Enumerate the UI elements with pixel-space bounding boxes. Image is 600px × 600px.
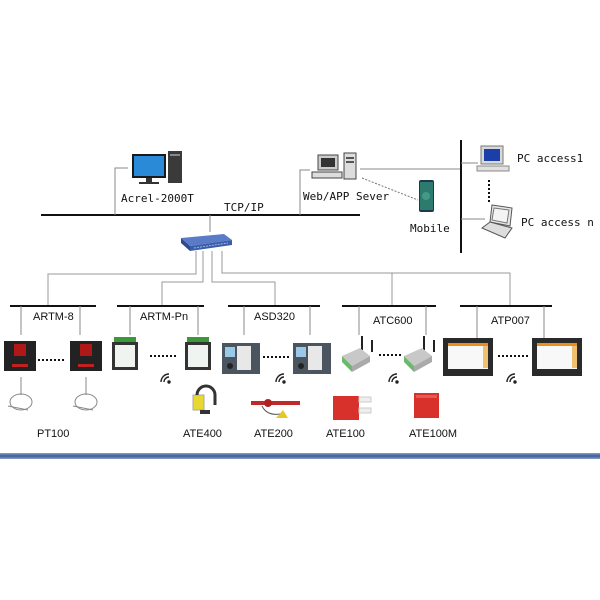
web-app-server-label: Web/APP Sever xyxy=(303,190,390,203)
switchgear-display-icon xyxy=(222,343,260,374)
multi-channel-meter-icon xyxy=(185,337,211,370)
pc-access-1-label: PC access1 xyxy=(517,152,584,165)
pt100-probe-icon xyxy=(7,377,33,411)
touch-screen-icon xyxy=(532,338,582,376)
group-label-artm-pn: ARTM-Pn xyxy=(140,311,189,323)
ate100-sensor-icon xyxy=(333,396,372,420)
wireless-signal-icon xyxy=(506,373,517,384)
group-drops xyxy=(20,306,545,338)
server-to-mobile-link xyxy=(361,177,419,201)
touch-screen-icon xyxy=(443,338,493,376)
web-server-link xyxy=(299,169,310,215)
laptop-icon xyxy=(481,204,513,239)
mobile-label: Mobile xyxy=(410,222,450,235)
group-label-atp007: ATP007 xyxy=(491,315,530,327)
smartphone-icon xyxy=(419,180,434,212)
server-workstation-icon xyxy=(311,152,357,180)
group-label-asd320: ASD320 xyxy=(254,311,295,323)
switchgear-display-icon xyxy=(293,343,331,374)
desktop-computer-icon xyxy=(132,151,182,184)
tcp-ip-label: TCP/IP xyxy=(224,201,264,214)
group-label-artm-8: ARTM-8 xyxy=(33,311,74,323)
temperature-meter-icon xyxy=(4,341,36,371)
wireless-signal-icon xyxy=(160,373,171,384)
sensor-label-ate200: ATE200 xyxy=(254,428,293,440)
ate200-sensor-icon xyxy=(251,399,300,418)
group-label-atc600: ATC600 xyxy=(373,315,413,327)
crt-computer-icon xyxy=(476,145,510,172)
bottom-divider-bar xyxy=(0,453,600,459)
wireless-signal-icon xyxy=(275,373,286,384)
switch-downlinks xyxy=(47,251,511,305)
ate100m-sensor-icon xyxy=(414,393,439,418)
wireless-signal-icon xyxy=(388,373,399,384)
sensor-label-ate400: ATE400 xyxy=(183,428,222,440)
pt100-probe-icon xyxy=(72,377,98,411)
acrel-2000t-link xyxy=(114,167,128,215)
sensor-label-ate100: ATE100 xyxy=(326,428,365,440)
temperature-meter-icon xyxy=(70,341,102,371)
wireless-receiver-icon xyxy=(342,336,373,372)
network-switch-icon xyxy=(181,234,232,251)
multi-channel-meter-icon xyxy=(112,337,138,370)
sensor-label-ate100m: ATE100M xyxy=(409,428,458,440)
acrel-2000t-label: Acrel-2000T xyxy=(121,192,194,205)
wireless-receiver-icon xyxy=(404,336,435,372)
pc-access-n-label: PC access n xyxy=(521,216,594,229)
sensor-label-pt100: PT100 xyxy=(37,428,70,440)
ate400-sensor-icon xyxy=(192,384,217,414)
